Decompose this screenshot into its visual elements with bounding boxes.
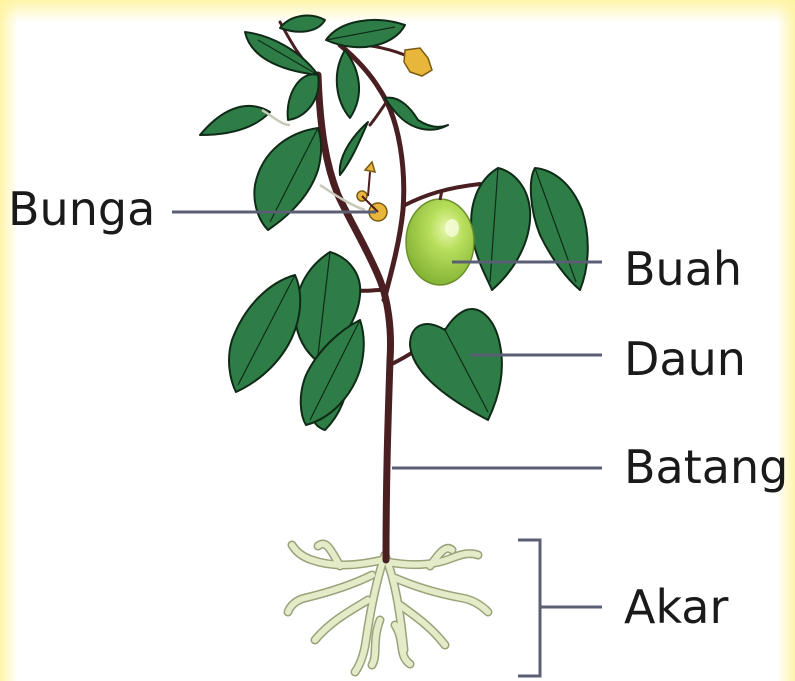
label-akar: Akar: [624, 584, 728, 630]
leaf: [410, 309, 502, 420]
roots: [288, 544, 488, 672]
leaves: [200, 16, 588, 430]
label-batang: Batang: [624, 444, 788, 490]
label-buah: Buah: [624, 246, 742, 292]
border-glow-right: [777, 0, 795, 681]
leaf: [531, 168, 588, 290]
border-glow-top: [0, 0, 795, 22]
label-bunga: Bunga: [8, 186, 155, 232]
leaf: [471, 168, 530, 290]
leaf: [254, 128, 321, 230]
label-daun: Daun: [624, 336, 746, 382]
leaf: [288, 74, 319, 120]
border-glow-left: [0, 0, 18, 681]
fruit: [406, 190, 474, 285]
leaf: [326, 20, 405, 47]
leaf: [200, 106, 270, 135]
leaf: [340, 122, 368, 175]
akar-bracket: [518, 540, 540, 676]
